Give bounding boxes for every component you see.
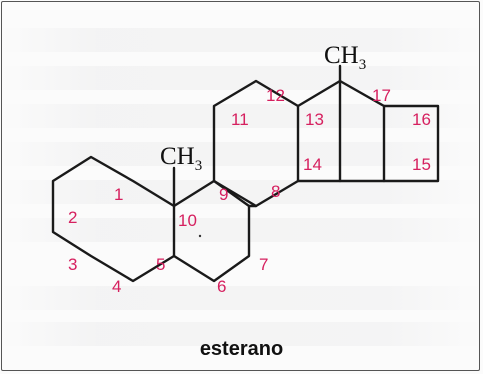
bleed-through-line [0, 218, 483, 242]
carbon-number-2: 2 [68, 208, 77, 227]
stereo-dot [198, 234, 202, 238]
bleed-through-line [0, 104, 483, 128]
bleed-through-line [0, 142, 483, 166]
carbon-number-7: 7 [259, 255, 268, 274]
carbon-number-9: 9 [219, 185, 228, 204]
methyl-group-c13: CH3 [324, 42, 366, 73]
bleed-through-line [0, 286, 483, 310]
ring-d [296, 79, 440, 183]
carbon-number-6: 6 [217, 277, 226, 296]
carbon-number-15: 15 [412, 155, 431, 174]
carbon-number-16: 16 [412, 110, 431, 129]
carbon-number-4: 4 [112, 277, 121, 296]
bleed-through-line [0, 28, 483, 52]
carbon-number-10: 10 [178, 211, 197, 230]
ring-b [172, 179, 251, 283]
ring-a [51, 155, 176, 283]
figure-caption: esterano [199, 338, 284, 360]
carbon-number-13: 13 [305, 110, 324, 129]
carbon-number-5: 5 [156, 255, 165, 274]
carbon-number-17: 17 [372, 86, 391, 105]
carbon-number-8: 8 [271, 182, 280, 201]
carbon-number-12: 12 [266, 86, 285, 105]
methyl-group-c10: CH3 [160, 143, 202, 174]
carbon-number-14: 14 [303, 155, 322, 174]
carbon-number-1: 1 [114, 185, 123, 204]
carbon-number-11: 11 [231, 110, 249, 129]
bleed-through-line [0, 66, 483, 90]
carbon-number-3: 3 [68, 255, 77, 274]
bleed-through-line [0, 322, 483, 346]
